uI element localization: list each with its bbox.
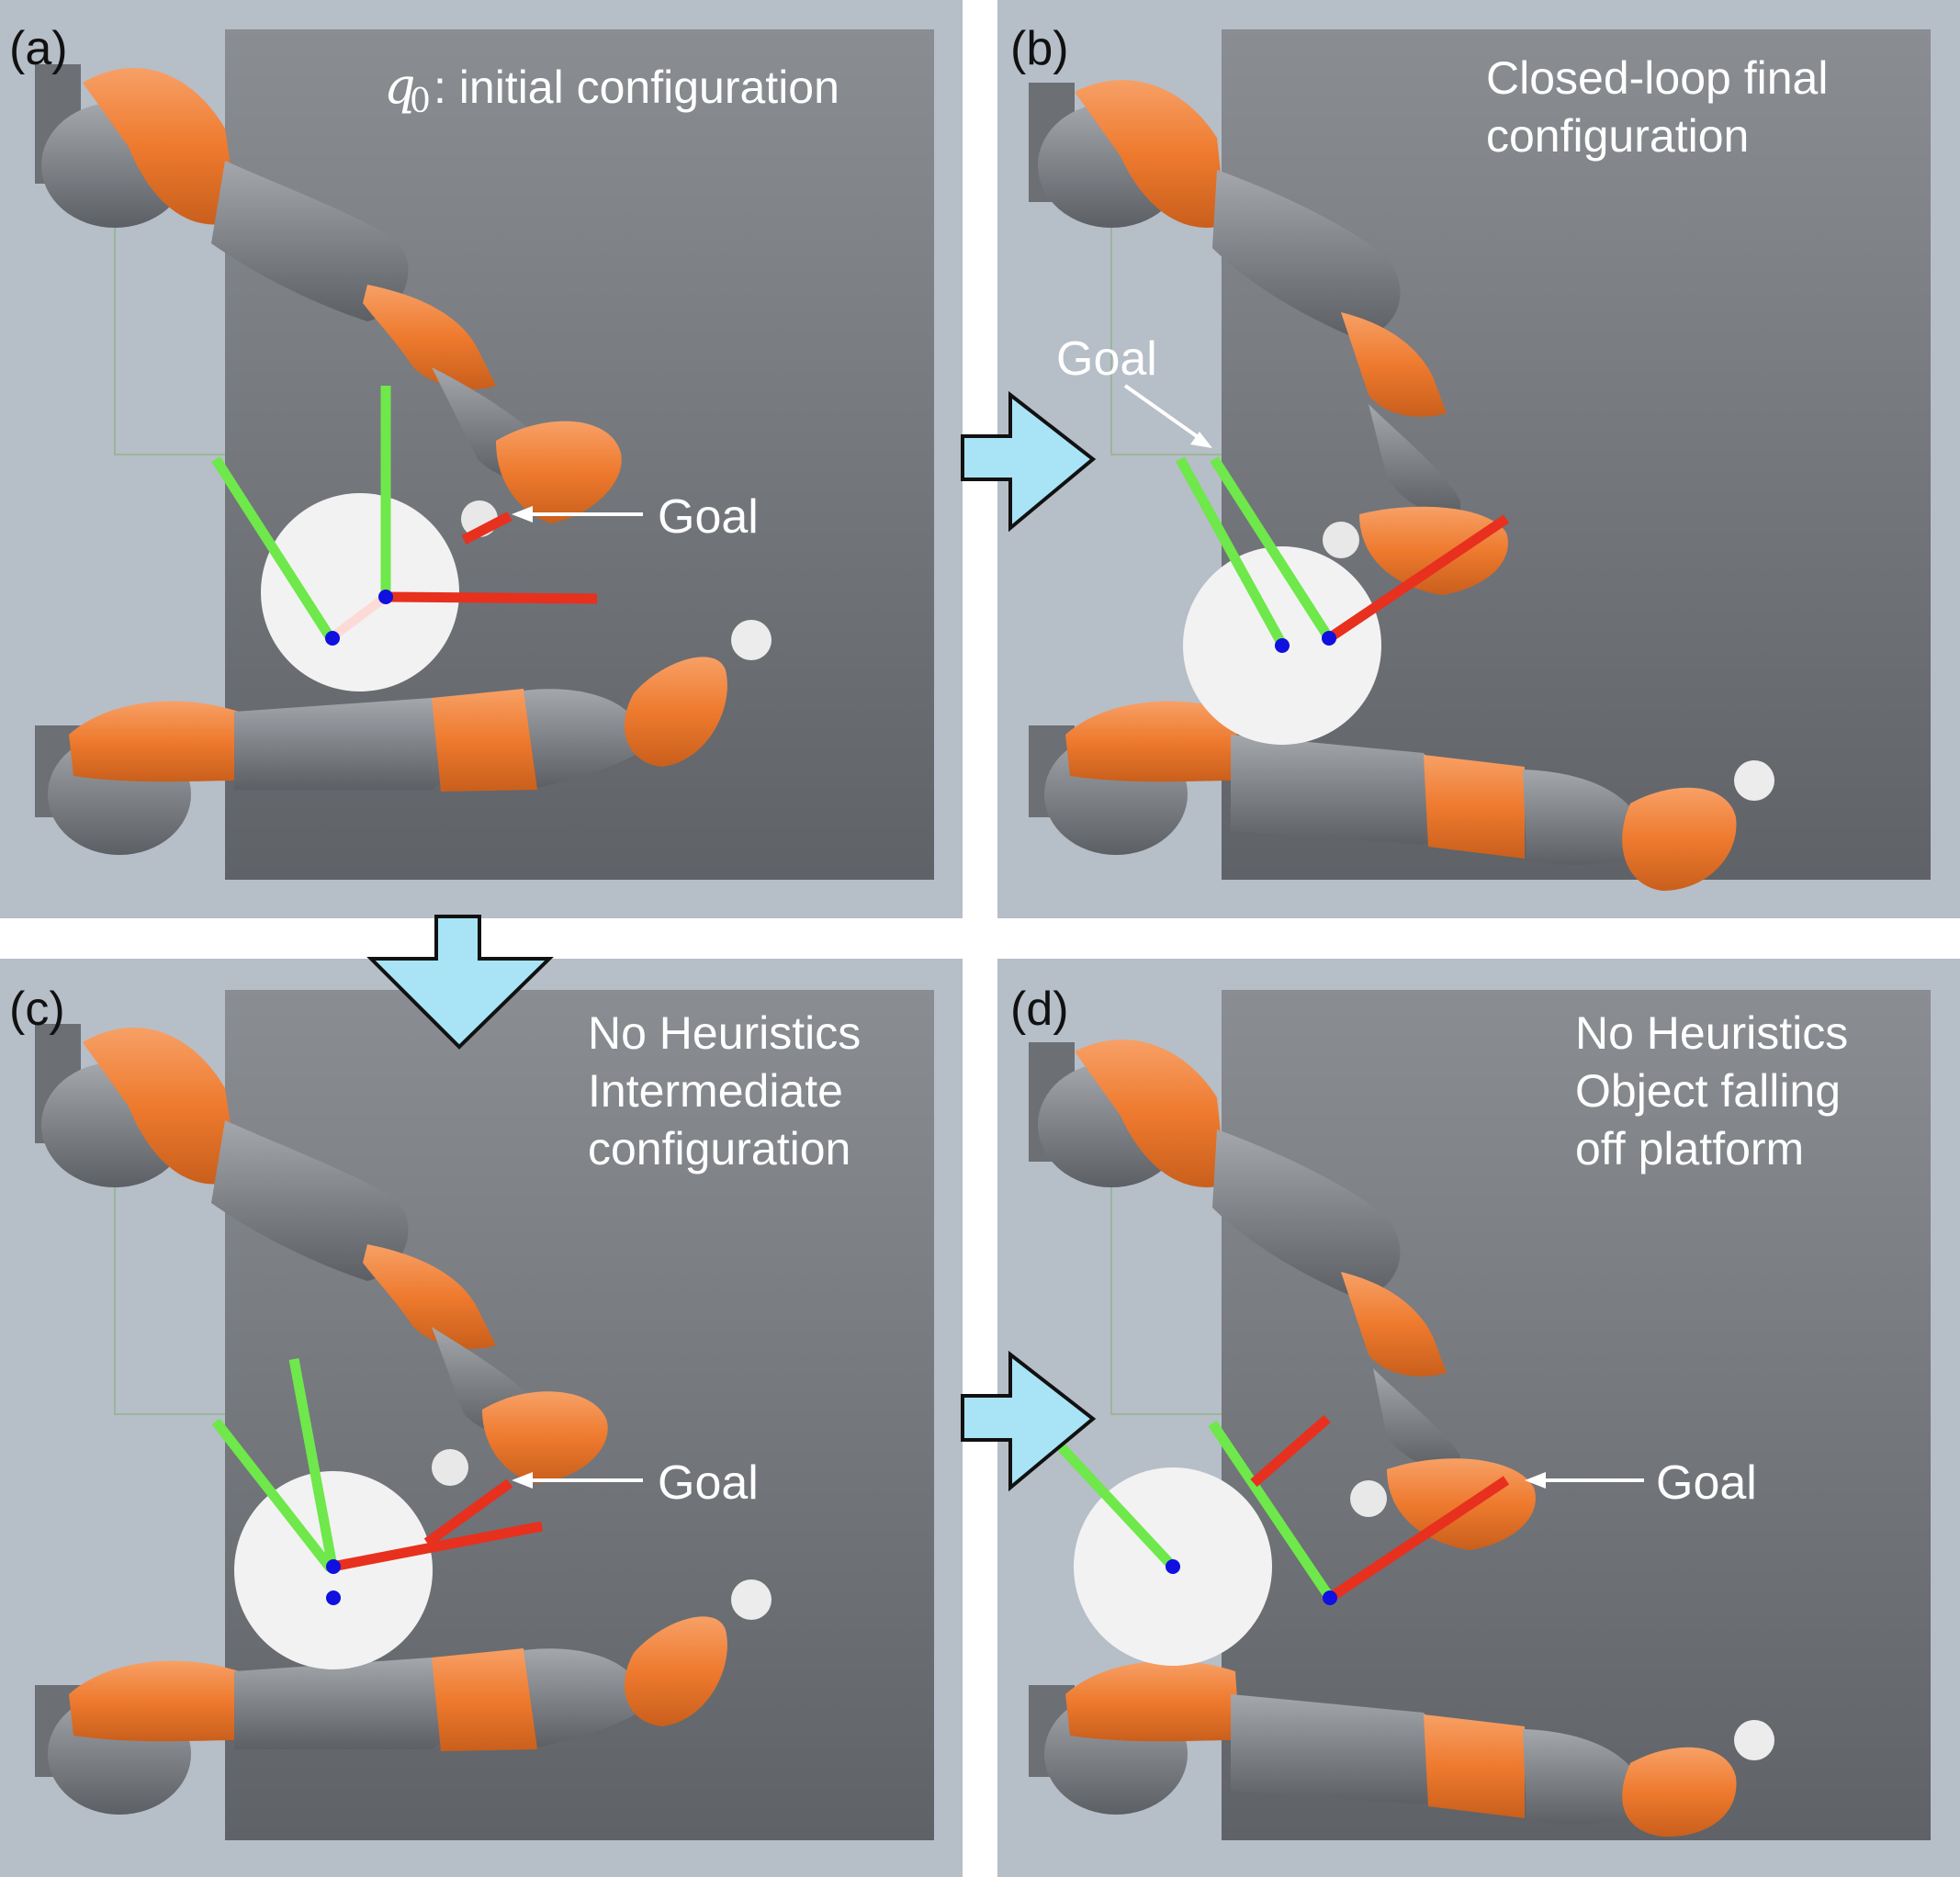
panel-label: (b) [1010, 22, 1069, 75]
frame-axis-y [211, 456, 335, 641]
frame-axis-y [211, 1418, 335, 1572]
flow-arrow-right-c-to-d [961, 1350, 1097, 1492]
object-disc [261, 493, 459, 691]
frame-line [114, 211, 225, 455]
caption-line-2: configuration [1486, 110, 1749, 162]
goal-label: Goal [1656, 1456, 1757, 1510]
frame-line [1110, 211, 1222, 455]
goal-arrowhead [512, 506, 533, 523]
goal-arrowhead [1525, 1472, 1546, 1489]
caption-line-3: off platform [1575, 1123, 1804, 1175]
robot-arm-upper [1029, 80, 1508, 595]
object-point [1166, 1559, 1180, 1574]
caption-line-1: : initial configuration [434, 62, 839, 113]
floor [1222, 29, 1931, 880]
frame-line [114, 1171, 225, 1415]
panel-a: Goal (a) q 0 : initial configuration [0, 0, 963, 918]
object-point [1275, 638, 1290, 653]
caption-line-2: Object falling [1575, 1065, 1841, 1117]
frame-line [1110, 1171, 1222, 1415]
target-axis-x [461, 511, 513, 545]
robot-arm-upper [1029, 1040, 1536, 1550]
robot-arm-lower [1029, 701, 1774, 891]
goal-arrowhead [512, 1472, 533, 1489]
panel-c: Goal (c) No Heuristics Intermediate conf… [0, 959, 963, 1877]
goal-label: Goal [1056, 332, 1157, 386]
flow-arrow-down-a-to-c [366, 915, 554, 1050]
goal-axis-x [1326, 1476, 1510, 1602]
goal-arrowhead [1190, 432, 1212, 448]
frame-axis-y [1052, 1438, 1177, 1569]
frame-axis-y [1176, 456, 1286, 646]
goal-axis-y [1210, 456, 1334, 641]
caption-line-2: Intermediate [588, 1065, 843, 1117]
robot-arm-lower [35, 1579, 772, 1815]
caption-line-1: Closed-loop final [1486, 52, 1828, 104]
panel-label: (a) [9, 22, 68, 75]
goal-point [326, 1559, 341, 1574]
object-point [325, 631, 340, 646]
caption-q-symbol: q [384, 57, 416, 115]
panel-label: (d) [1010, 983, 1069, 1036]
target-axis-x [423, 1478, 513, 1547]
goal-arrow [1123, 384, 1205, 443]
caption-line-1: No Heuristics [588, 1007, 861, 1059]
goal-label: Goal [658, 1456, 759, 1510]
goal-axis-x [385, 591, 598, 604]
caption-line-1: No Heuristics [1575, 1007, 1848, 1059]
robot-arm-lower [35, 620, 772, 855]
flow-arrow-right-a-to-b [961, 390, 1097, 533]
goal-axis-y [288, 1357, 338, 1568]
panel-b: Goal (b) Closed-loop final configuration [997, 0, 1960, 918]
panel-d: Goal (d) No Heuristics Object falling of… [997, 959, 1960, 1877]
goal-point [1323, 1590, 1337, 1605]
target-axis-x [1250, 1414, 1331, 1488]
robot-arm-upper [35, 64, 622, 537]
robot-arm-upper [35, 1024, 608, 1486]
caption-q-subscript: 0 [410, 83, 431, 120]
goal-point [378, 590, 393, 604]
goal-point [1322, 631, 1336, 646]
goal-axis-x [1325, 514, 1510, 643]
panel-label: (c) [9, 983, 65, 1036]
floor [1222, 990, 1931, 1840]
robot-arm-lower [1029, 1660, 1774, 1838]
goal-label: Goal [658, 490, 759, 544]
caption-line-3: configuration [588, 1123, 850, 1175]
object-point [326, 1590, 341, 1605]
goal-axis-y [1208, 1420, 1335, 1602]
goal-axis-x [331, 1521, 544, 1572]
